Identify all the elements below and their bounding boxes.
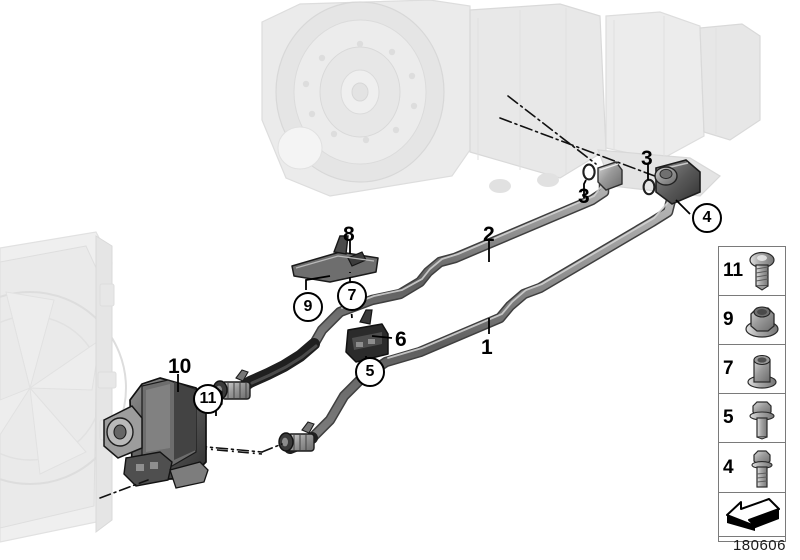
pipe-line-2 xyxy=(308,172,610,350)
callout-label-6: 6 xyxy=(395,328,407,351)
legend-num-7: 7 xyxy=(723,358,734,379)
callout-bubble-5: 5 xyxy=(355,357,385,387)
legend-row-11: 11 xyxy=(719,247,785,296)
callout-bubble-9: 9 xyxy=(293,292,323,322)
callout-bubble-4: 4 xyxy=(692,203,722,233)
auxiliary-water-pump-10 xyxy=(99,377,223,499)
callout-bubble-7: 7 xyxy=(337,281,367,311)
callout-label-1: 1 xyxy=(481,336,493,359)
callout-bubble-11: 11 xyxy=(193,384,223,414)
legend-num-11: 11 xyxy=(723,260,744,281)
flange-nut-icon xyxy=(745,306,779,338)
quick-connector-lower xyxy=(278,421,315,452)
callout-label-10: 10 xyxy=(168,355,192,378)
legend-row-9: 9 xyxy=(719,296,785,345)
diagram-reference-number: 180606 xyxy=(732,537,786,554)
legend-row-5: 5 xyxy=(719,394,785,443)
quick-connector-upper xyxy=(212,369,251,400)
callout-label-8: 8 xyxy=(343,223,355,246)
callout-label-2: 2 xyxy=(483,223,495,246)
mounting-bracket-8 xyxy=(291,235,379,283)
legend-num-4: 4 xyxy=(723,456,734,478)
callout-label-3-left: 3 xyxy=(578,185,590,208)
pan-head-screw-icon xyxy=(749,251,775,291)
callout-label-3-right: 3 xyxy=(641,147,653,170)
direction-arrow-box xyxy=(718,492,786,537)
legend-num-9: 9 xyxy=(723,309,734,330)
banjo-fitting-assembly xyxy=(582,159,701,205)
pipe-line-1 xyxy=(306,190,678,444)
assembly-reference-lines xyxy=(499,95,661,179)
legend-num-5: 5 xyxy=(723,407,734,428)
hex-flange-bolt-icon-5 xyxy=(749,401,775,440)
hex-flange-bolt-icon-4 xyxy=(751,449,773,488)
ghost-fan-shroud xyxy=(0,231,127,543)
legend-row-7: 7 xyxy=(719,345,785,394)
legend-row-4: 4 xyxy=(719,443,785,492)
bushing-grommet-icon xyxy=(747,354,777,389)
direction-arrow-icon xyxy=(726,498,780,531)
